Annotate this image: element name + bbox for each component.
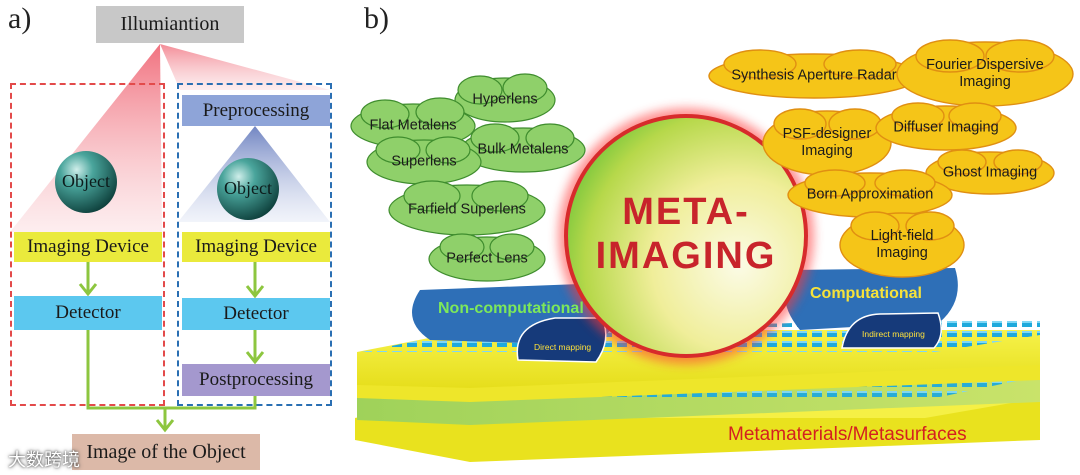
illumination-cone-left (10, 44, 162, 232)
cloud-perfect-lens (428, 233, 546, 282)
cloud-label-born-approximation: Born Approximation (806, 186, 934, 203)
computational-frame (177, 83, 332, 406)
arrows-right (245, 262, 265, 365)
object-sphere-left (55, 151, 117, 213)
meta-imaging-title: META- IMAGING (566, 190, 806, 278)
cloud-label-ghost: Ghost Imaging (942, 164, 1038, 181)
cloud-label-synthesis-aperture-radar: Synthesis Aperture Radar (731, 67, 897, 84)
postprocessing-box: Postprocessing (182, 364, 330, 396)
cloud-farfield-superlens (388, 180, 546, 236)
cloud-born-approximation (787, 169, 953, 218)
cloud-light-field (839, 211, 965, 278)
detector-left: Detector (14, 296, 162, 330)
computational-label: Computational (810, 285, 922, 302)
cloud-label-psf-designer: PSF-designer Imaging (782, 126, 872, 159)
cloud-label-fourier-dispersive: Fourier Dispersive Imaging (926, 57, 1044, 90)
cloud-diffuser (875, 102, 1017, 151)
detector-right: Detector (182, 298, 330, 330)
object-sphere-right (217, 158, 279, 220)
panel-b-label: b) (364, 2, 389, 35)
cloud-psf-designer (762, 108, 892, 176)
cloud-label-farfield-superlens: Farfield Superlens (408, 201, 526, 218)
cloud-ghost (925, 149, 1055, 195)
panel-a-label: a) (8, 2, 32, 35)
arrows-left (78, 262, 98, 297)
non-computational-label: Non-computational (438, 300, 584, 317)
cloud-label-hyperlens: Hyperlens (472, 91, 538, 108)
panel-a-graphics (10, 44, 330, 433)
cloud-label-bulk-metalens: Bulk Metalens (477, 141, 569, 158)
preprocessing-box: Preprocessing (182, 95, 330, 126)
cloud-label-light-field: Light-field Imaging (870, 228, 934, 261)
direct-mapping-label: Direct mapping (534, 342, 592, 352)
cloud-synthesis-aperture-radar (708, 49, 920, 99)
indirect-mapping-badge (841, 312, 942, 349)
cloud-fourier-dispersive (896, 39, 1074, 107)
non-computational-frame (10, 83, 165, 406)
meta-imaging-sphere (564, 114, 808, 358)
result-box: Image of the Object (72, 434, 260, 470)
direct-mapping-badge (516, 317, 607, 363)
cloud-label-diffuser: Diffuser Imaging (893, 119, 999, 136)
watermark: 大数跨境 (8, 450, 80, 471)
illumination-cone-right (160, 44, 330, 90)
illumination-box: Illumiantion (96, 6, 244, 43)
cloud-label-superlens: Superlens (391, 153, 457, 170)
cloud-label-perfect-lens: Perfect Lens (446, 250, 528, 267)
meta-imaging-title-line1: META- (622, 191, 750, 233)
imaging-device-right: Imaging Device (182, 232, 330, 262)
indirect-mapping-label: Indirect mapping (862, 329, 925, 339)
cloud-hyperlens (454, 73, 556, 123)
meta-imaging-title-line2: IMAGING (595, 235, 777, 277)
imaging-device-left: Imaging Device (14, 232, 162, 262)
object-label-right: Object (224, 178, 272, 198)
arrows-merge (86, 330, 257, 433)
green-clouds (350, 73, 586, 282)
metamaterials-label: Metamaterials/Metasurfaces (728, 424, 967, 445)
cloud-label-flat-metalens: Flat Metalens (369, 117, 457, 134)
object-label-left: Object (62, 171, 110, 191)
yellow-clouds (708, 39, 1074, 278)
